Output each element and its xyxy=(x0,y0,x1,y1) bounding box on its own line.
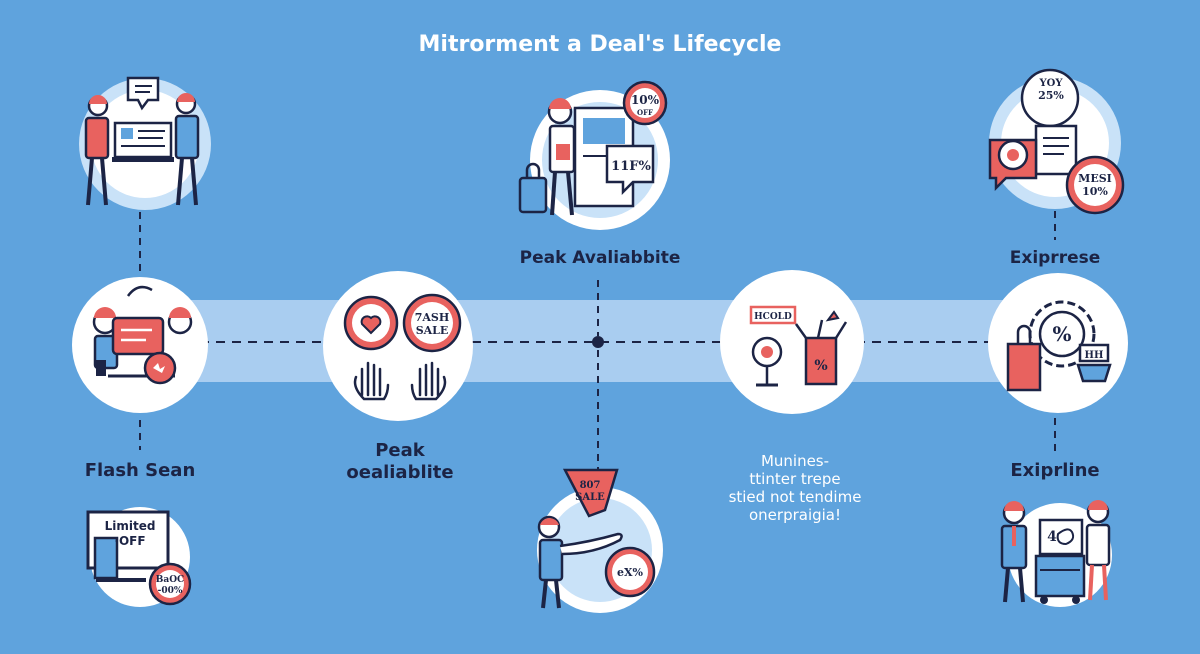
badge-text: 4 xyxy=(1047,529,1057,545)
icon-promo-basket xyxy=(720,270,864,414)
icon-peak-shopper xyxy=(518,80,670,230)
badge-text: 25% xyxy=(1038,89,1064,102)
label-flash: Flash Sean xyxy=(84,460,196,481)
note-line: Munines- xyxy=(760,452,830,470)
badge-text: SALE xyxy=(575,492,605,503)
badge-text: Limited xyxy=(105,519,156,533)
label-expiry-top: Exiprrese xyxy=(1009,248,1101,268)
badge-text: 11F% xyxy=(611,159,651,174)
icon-expiry-gear xyxy=(988,273,1128,413)
icon-expiry-tags xyxy=(988,68,1125,215)
badge-text: MESI xyxy=(1078,172,1112,185)
badge-text: OFF xyxy=(637,108,653,117)
badge-text: eX% xyxy=(617,566,644,579)
icon-offer-hand xyxy=(537,468,663,613)
note-line: ttinter trepe xyxy=(749,470,841,488)
note-line: onerpraigia! xyxy=(748,506,842,524)
page-title: Mitrorment a Deal's Lifecycle xyxy=(418,32,782,57)
badge-text: 10% xyxy=(1082,185,1108,198)
badge-text: % xyxy=(1052,322,1071,346)
badge-text: % xyxy=(814,358,827,374)
note-line: stied not tendime xyxy=(728,488,862,506)
label-peak-mid-line1: Peak xyxy=(375,440,425,461)
label-peak-mid-line2: oealiablite xyxy=(346,462,454,483)
badge-text: HH xyxy=(1085,350,1104,361)
badge-text: YOY xyxy=(1039,78,1064,89)
badge-text: ·OFF xyxy=(114,534,145,548)
icon-limited-offer xyxy=(86,507,192,607)
badge-text: 10% xyxy=(631,93,660,107)
icon-flash-sale xyxy=(323,271,473,421)
badge-text: HCOLD xyxy=(754,312,792,322)
icon-consultation xyxy=(79,76,211,210)
description-note: Munines- ttinter trepe stied not tendime… xyxy=(700,452,890,524)
label-peak-top: Peak Avaliabbite xyxy=(519,248,681,268)
timeline-center-dot xyxy=(592,336,604,348)
icon-flash-team xyxy=(72,277,208,413)
badge-text: BaOC xyxy=(156,575,184,585)
icon-expiry-team xyxy=(1000,500,1112,607)
badge-text: 807 xyxy=(580,480,601,491)
badge-text: 7ASH xyxy=(415,311,450,324)
label-expiry-bottom: Exiprline xyxy=(1010,460,1100,481)
badge-text: -00% xyxy=(158,586,183,596)
badge-text: SALE xyxy=(416,324,449,337)
